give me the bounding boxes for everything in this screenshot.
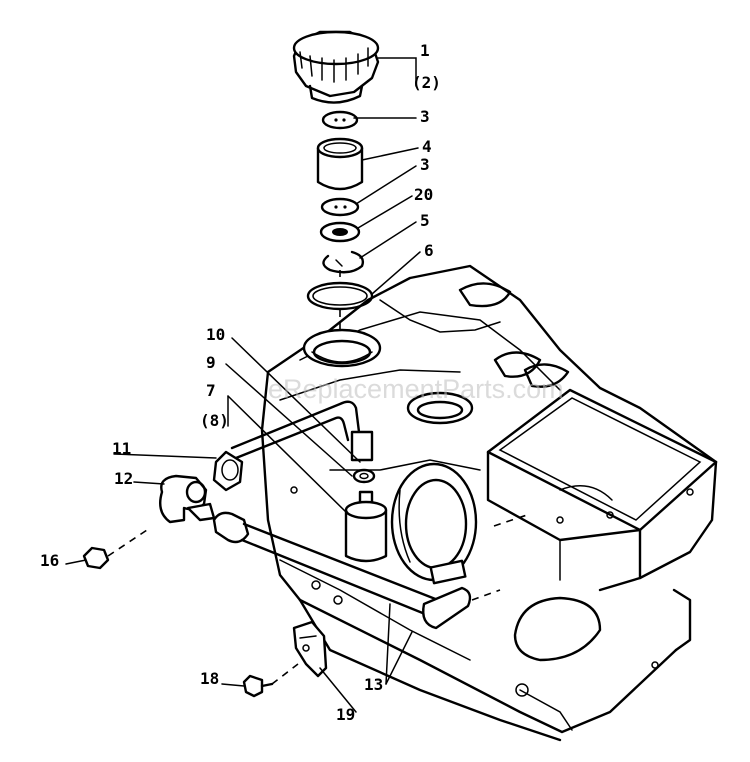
shutoff-valve	[344, 490, 388, 563]
label-3b: 3	[420, 155, 430, 174]
strainer	[316, 137, 364, 191]
watermark-text: eReplacementParts.com	[268, 374, 564, 404]
label-7: 7	[206, 381, 216, 400]
label-5: 5	[420, 211, 430, 230]
label-20: 20	[414, 185, 433, 204]
label-18: 18	[200, 669, 219, 688]
label-6: 6	[424, 241, 434, 260]
rod-13	[212, 511, 472, 630]
ring-6	[306, 281, 374, 311]
bracket-19	[292, 620, 328, 678]
washer-20	[319, 221, 361, 243]
label-12: 12	[114, 469, 133, 488]
fuel-line	[230, 400, 374, 462]
assembly-lines	[107, 270, 531, 685]
fuel-cap	[292, 30, 380, 104]
plug-16	[82, 546, 110, 570]
tank-opening	[302, 328, 382, 368]
part-labels: 1 (2) 3 4 3 20 5 6 10 9 7 (8) 11 12 16 1…	[40, 41, 441, 724]
label-13: 13	[364, 675, 383, 694]
label-19: 19	[336, 705, 355, 724]
label-16: 16	[40, 551, 59, 570]
label-7-alt: (8)	[200, 411, 229, 430]
label-10: 10	[206, 325, 225, 344]
fitting-11	[212, 450, 244, 492]
leader-lines	[65, 57, 421, 713]
label-3a: 3	[420, 107, 430, 126]
label-4: 4	[422, 137, 432, 156]
housing-opening	[406, 391, 474, 425]
clip-5	[322, 250, 365, 274]
elbow-12	[159, 474, 216, 524]
label-1-alt: (2)	[412, 73, 441, 92]
gasket-3a	[321, 110, 359, 130]
side-port	[390, 462, 478, 585]
gasket-3b	[320, 197, 360, 217]
screw-18	[242, 674, 274, 698]
label-11: 11	[112, 439, 131, 458]
label-9: 9	[206, 353, 216, 372]
washer-9	[352, 468, 376, 484]
label-1: 1	[420, 41, 430, 60]
